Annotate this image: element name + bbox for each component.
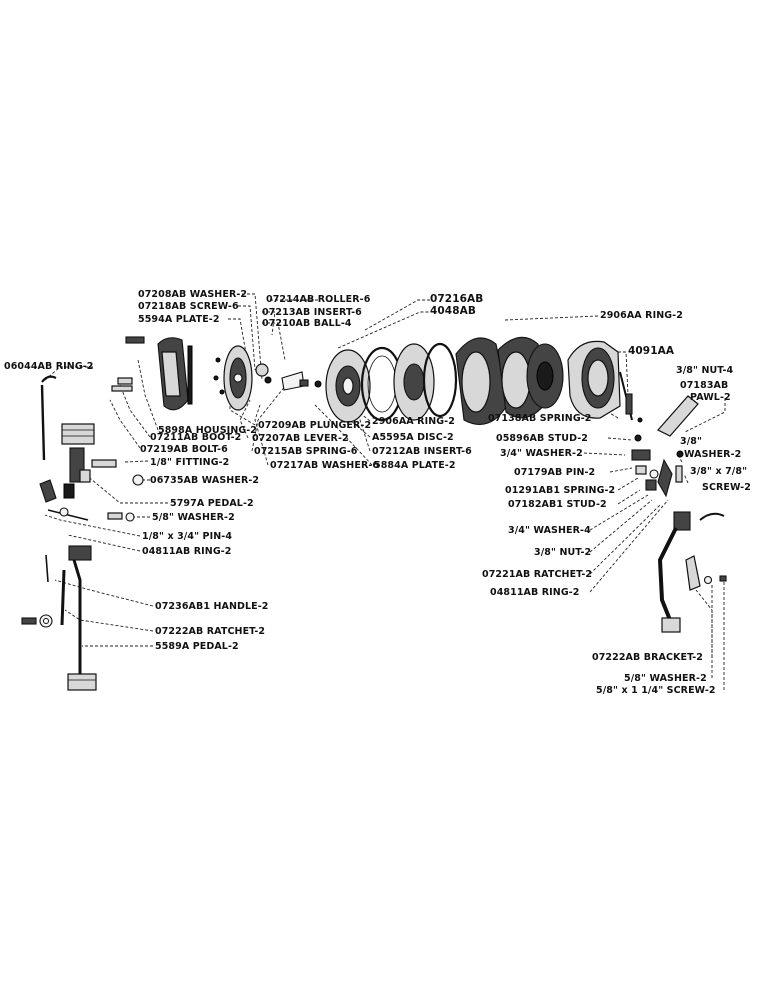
label-bolt-07219ab: 07219AB BOLT-6 (140, 444, 228, 455)
label-spring-07138ab: 07138AB SPRING-2 (488, 413, 592, 424)
label-housing-5898a: 5898A HOUSING-2 (158, 425, 258, 436)
label-plate-5594a: 5594A PLATE-2 (138, 314, 220, 325)
label-roller-07214ab: 07214AB ROLLER-6 (266, 294, 371, 305)
label-handle-07236ab1: 07236AB1 HANDLE-2 (155, 601, 269, 612)
label-washer-3-4-a: 3/4" WASHER-2 (500, 448, 583, 459)
label-washer-3-4-b: 3/4" WASHER-4 (508, 525, 591, 536)
label-lever-07207ab: 07207AB LEVER-2 (252, 433, 349, 444)
label-washer-07208ab: 07208AB WASHER-2 (138, 289, 248, 300)
label-boot-07211ab: 07211AB BOOT-2 (150, 432, 242, 443)
label-ratchet-07222ab: 07222AB RATCHET-2 (155, 626, 266, 637)
brake-disc-stack (325, 336, 633, 425)
label-ring-2906aa-top: 2906AA RING-2 (600, 310, 683, 321)
label-ring-04811ab-right: 04811AB RING-2 (490, 587, 580, 598)
left-pedal-assembly (21, 375, 144, 691)
label-nut-3-8-top: 3/8" NUT-4 (676, 365, 734, 376)
label-pedal-5797a: 5797A PEDAL-2 (170, 498, 254, 509)
leader-lines (44, 293, 726, 690)
label-fitting-1-8: 1/8" FITTING-2 (150, 457, 230, 468)
label-stud-07182ab1: 07182AB1 STUD-2 (508, 499, 607, 510)
label-07216ab: 07216AB (430, 293, 484, 305)
label-ball-07210ab: 07210AB BALL-4 (262, 318, 352, 329)
label-insert-07212ab: 07212AB INSERT-6 (372, 446, 472, 457)
label-washer-3-8-right-b: WASHER-2 (684, 449, 742, 460)
label-washer-07217ab: 07217AB WASHER-6 (270, 460, 380, 471)
label-pedal-5589a: 5589A PEDAL-2 (155, 641, 239, 652)
label-spring-01291ab1: 01291AB1 SPRING-2 (505, 485, 616, 496)
label-screw-5-8x1-1-4: 5/8" x 1 1/4" SCREW-2 (596, 685, 716, 696)
label-disc-a5595a: A5595A DISC-2 (372, 432, 454, 443)
label-bracket-07222ab: 07222AB BRACKET-2 (592, 652, 704, 663)
label-pin-1-8x3-4: 1/8" x 3/4" PIN-4 (142, 531, 233, 542)
label-4091aa: 4091AA (628, 345, 675, 357)
label-screw-07218ab: 07218AB SCREW-6 (138, 301, 239, 312)
label-spring-07215ab: 07215AB SPRING-6 (254, 446, 358, 457)
label-nut-3-8-mid: 3/8" NUT-2 (534, 547, 592, 558)
label-plunger-07209ab: 07209AB PLUNGER-2 (258, 420, 372, 431)
label-stud-05896ab: 05896AB STUD-2 (496, 433, 589, 444)
label-washer-3-8-right-a: 3/8" (680, 436, 703, 447)
label-insert-07213ab: 07213AB INSERT-6 (262, 307, 362, 318)
label-ring-06044ab: 06044AB RING-2 (4, 361, 94, 372)
label-pawl-07183ab-name: PAWL-2 (690, 392, 731, 403)
label-ring-2906aa-mid: 2906AA RING-2 (372, 416, 455, 427)
brake-housing-assembly (111, 336, 322, 411)
label-pin-07179ab: 07179AB PIN-2 (514, 467, 596, 478)
right-pedal-assembly (631, 395, 727, 633)
label-ring-04811ab-left: 04811AB RING-2 (142, 546, 232, 557)
label-screw-3-8x7-8: 3/8" x 7/8" (690, 466, 748, 477)
label-plate-5884a: 5884A PLATE-2 (374, 460, 456, 471)
label-washer-06735ab: 06735AB WASHER-2 (150, 475, 260, 486)
label-washer-5-8-left: 5/8" WASHER-2 (152, 512, 235, 523)
label-ratchet-07221ab: 07221AB RATCHET-2 (482, 569, 593, 580)
label-4048ab: 4048AB (430, 305, 476, 317)
label-washer-5-8-right: 5/8" WASHER-2 (624, 673, 707, 684)
label-pawl-07183ab-num: 07183AB (680, 380, 729, 391)
label-screw-3-8x7-8-b: SCREW-2 (702, 482, 751, 493)
